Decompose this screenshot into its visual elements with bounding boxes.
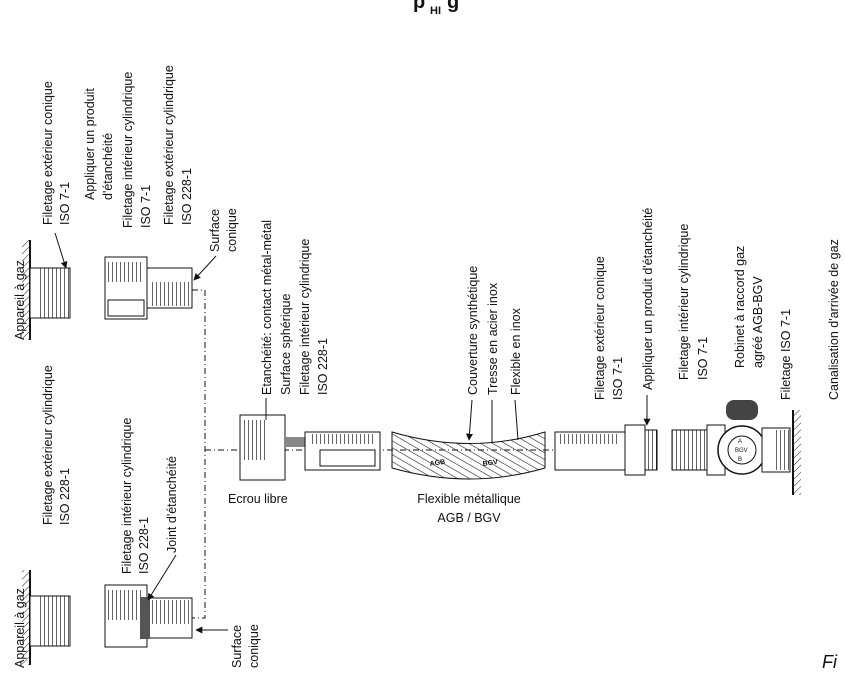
svg-text:ISO 7-1: ISO 7-1 — [139, 185, 153, 228]
svg-text:conique: conique — [225, 208, 239, 252]
svg-text:Filetage intérieur cylindrique: Filetage intérieur cylindrique — [298, 239, 312, 395]
gas-valve: A BGV B — [671, 400, 791, 476]
label-flexible-inox: Flexible en inox — [509, 307, 523, 395]
leader-arrows — [54, 232, 651, 634]
svg-text:Appareil à gaz: Appareil à gaz — [13, 588, 27, 668]
svg-text:Appliquer un produit d'étanché: Appliquer un produit d'étanchéité — [641, 208, 655, 390]
svg-text:Tresse en acier inox: Tresse en acier inox — [486, 282, 500, 395]
svg-text:Canalisation d'arrivée de gaz: Canalisation d'arrivée de gaz — [827, 239, 841, 400]
svg-text:ISO 228-1: ISO 228-1 — [137, 517, 151, 574]
appliance-wall-top — [22, 240, 71, 340]
svg-text:Etanchéité: contact métal-méta: Etanchéité: contact métal-métal — [260, 220, 274, 395]
svg-text:BGV: BGV — [482, 459, 498, 468]
label-filetage-int-cyl-right: Filetage intérieur cylindrique ISO 7-1 — [677, 224, 710, 380]
svg-text:Filetage extérieur conique: Filetage extérieur conique — [593, 256, 607, 400]
svg-text:BGV: BGV — [735, 448, 748, 454]
svg-text:agréé AGB-BGV: agréé AGB-BGV — [751, 276, 765, 368]
label-filetage-int-cyl-iso7: Filetage intérieur cylindrique ISO 7-1 — [121, 72, 153, 228]
label-surface-conique-top: Surface conique — [208, 208, 239, 252]
label-appareil-bottom: Appareil à gaz — [13, 588, 27, 668]
label-surface-conique-bottom: Surface conique — [230, 624, 261, 668]
svg-text:Surface: Surface — [208, 209, 222, 252]
label-appareil-top: Appareil à gaz — [13, 260, 27, 340]
svg-text:Filetage extérieur cylindrique: Filetage extérieur cylindrique — [162, 65, 176, 225]
svg-text:p: p — [413, 0, 425, 13]
label-canalisation: Canalisation d'arrivée de gaz — [827, 239, 841, 400]
svg-text:B: B — [738, 457, 742, 463]
label-filetage-ext-conique-top: Filetage extérieur conique ISO 7-1 — [41, 81, 72, 225]
svg-text:Filetage extérieur conique: Filetage extérieur conique — [41, 81, 55, 225]
svg-text:ISO 7-1: ISO 7-1 — [58, 182, 72, 225]
fitting-bottom — [104, 584, 193, 648]
svg-text:ISO 228-1: ISO 228-1 — [180, 168, 194, 225]
label-appliquer-mid: Appliquer un produit d'étanchéité — [641, 208, 655, 390]
svg-text:Couverture synthétique: Couverture synthétique — [466, 266, 480, 395]
flexible-hose: AGB BGV — [391, 431, 546, 480]
page-title: p HI g — [413, 0, 459, 17]
svg-text:ISO 228-1: ISO 228-1 — [316, 338, 330, 395]
svg-text:Filetage intérieur cylindrique: Filetage intérieur cylindrique — [121, 72, 135, 228]
svg-text:Filetage extérieur cylindrique: Filetage extérieur cylindrique — [41, 365, 55, 525]
fitting-top — [104, 256, 193, 320]
svg-text:HI: HI — [430, 5, 441, 17]
svg-text:Flexible en inox: Flexible en inox — [509, 307, 523, 395]
label-joint: Joint d'étanchéité — [165, 456, 179, 553]
label-filetage-int-cyl-228: Filetage intérieur cylindrique ISO 228-1 — [120, 418, 151, 574]
label-filetage-ext-cyl-228-top: Filetage extérieur cylindrique ISO 228-1 — [162, 65, 194, 225]
union-nut — [239, 414, 381, 481]
svg-text:Filetage ISO 7-1: Filetage ISO 7-1 — [779, 309, 793, 400]
label-appliquer-top: Appliquer un produit d'étanchéité — [83, 88, 115, 200]
svg-text:Filetage intérieur cylindrique: Filetage intérieur cylindrique — [120, 418, 134, 574]
svg-text:d'étanchéité: d'étanchéité — [101, 133, 115, 200]
label-filetage-ext-cyl-228-mid: Filetage extérieur cylindrique ISO 228-1 — [41, 365, 72, 525]
svg-text:A: A — [738, 439, 742, 445]
svg-text:g: g — [447, 0, 459, 13]
svg-text:Surface sphérique: Surface sphérique — [279, 293, 293, 395]
svg-text:AGB: AGB — [429, 459, 445, 468]
label-robinet: Robinet à raccord gaz agréé AGB-BGV — [733, 246, 765, 368]
label-couverture: Couverture synthétique — [466, 266, 480, 395]
svg-text:Surface: Surface — [230, 625, 244, 668]
gas-pipe-wall — [792, 410, 801, 495]
svg-text:ISO 7-1: ISO 7-1 — [611, 357, 625, 400]
label-tresse: Tresse en acier inox — [486, 282, 500, 395]
svg-text:Robinet à raccord gaz: Robinet à raccord gaz — [733, 246, 747, 368]
svg-text:ISO 7-1: ISO 7-1 — [696, 337, 710, 380]
svg-text:conique: conique — [247, 624, 261, 668]
label-filetage-iso: Filetage ISO 7-1 — [779, 309, 793, 400]
svg-text:Appareil à gaz: Appareil à gaz — [13, 260, 27, 340]
svg-text:Filetage intérieur cylindrique: Filetage intérieur cylindrique — [677, 224, 691, 380]
label-flexible-metallique-1: Flexible métallique — [417, 492, 521, 506]
label-flexible-metallique-2: AGB / BGV — [437, 511, 501, 525]
figure-caption-fragment: Fi — [822, 652, 838, 670]
label-ecrou: Ecrou libre — [228, 492, 288, 506]
label-etancheite: Etanchéité: contact métal-métal Surface … — [260, 220, 330, 395]
svg-text:Appliquer un produit: Appliquer un produit — [83, 88, 97, 200]
svg-text:ISO 228-1: ISO 228-1 — [58, 468, 72, 525]
label-filetage-ext-conique-mid: Filetage extérieur conique ISO 7-1 — [593, 256, 625, 400]
svg-text:Joint d'étanchéité: Joint d'étanchéité — [165, 456, 179, 553]
hose-end-fitting — [554, 424, 658, 476]
appliance-wall-bottom — [22, 570, 71, 665]
